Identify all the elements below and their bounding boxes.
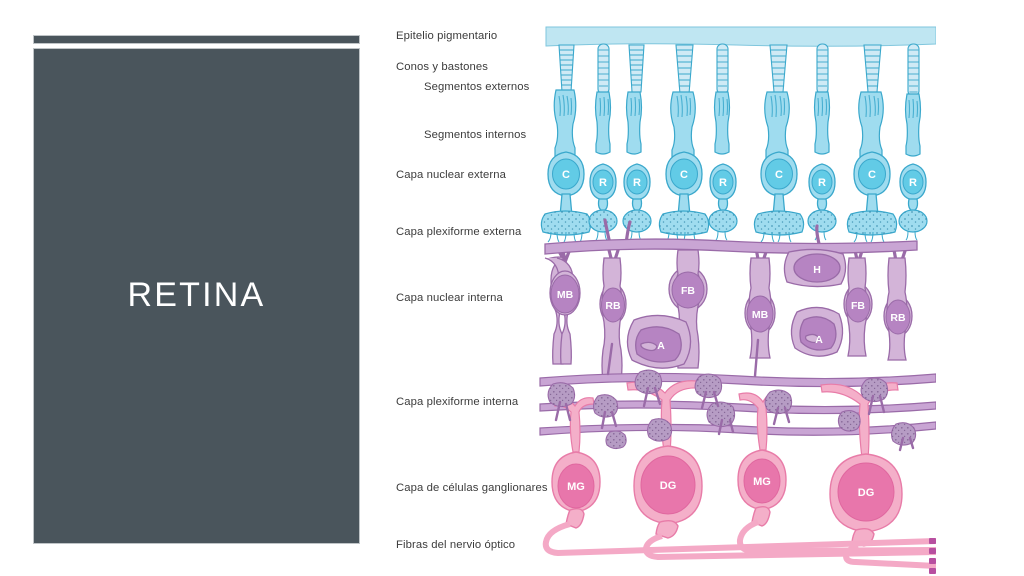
cell-label-h: H: [813, 264, 821, 276]
cell-label-rb: RB: [605, 300, 621, 312]
label-fibras-nervio-optico: Fibras del nervio óptico: [396, 539, 516, 551]
cell-label-mg: MG: [567, 481, 585, 493]
cell-label-rod: R: [909, 177, 917, 189]
outer-plexiform-layer: [540, 209, 928, 274]
label-segmentos-internos: Segmentos internos: [424, 129, 527, 141]
cell-label-dg: DG: [858, 487, 875, 499]
cell-label-a: A: [815, 334, 823, 346]
outer-segments-layer: [558, 43, 920, 97]
title-accent-bar: [33, 35, 360, 44]
inner-segments-layer: [553, 89, 922, 162]
cell-label-rod: R: [719, 177, 727, 189]
cell-label-mg: MG: [753, 476, 771, 488]
cell-label-rod: R: [633, 177, 641, 189]
cell-label-rod: R: [599, 177, 607, 189]
title-placeholder-box[interactable]: RETINA: [33, 48, 360, 544]
label-capa-plexiforme-externa: Capa plexiforme externa: [396, 226, 522, 238]
cell-label-mb: MB: [752, 309, 769, 321]
label-segmentos-externos: Segmentos externos: [424, 81, 530, 93]
page-title: RETINA: [127, 276, 266, 315]
label-capa-plexiforme-interna: Capa plexiforme interna: [396, 396, 519, 408]
ganglion-cell-layer: MG DG MG DG: [551, 445, 903, 547]
cell-label-cone: C: [562, 169, 570, 181]
outer-nuclear-layer: C R R C R C R C R: [547, 151, 927, 217]
inner-plexiform-layer: [539, 338, 936, 459]
cell-label-cone: C: [775, 169, 783, 181]
label-capa-celulas-ganglionares: Capa de células ganglionares: [396, 482, 548, 494]
cell-label-rb: RB: [890, 312, 906, 324]
label-conos-y-bastones: Conos y bastones: [396, 61, 489, 73]
nerve-fiber-tips: [929, 538, 936, 574]
inner-nuclear-layer: MB RB FB A MB H A FB RB: [544, 248, 913, 381]
pigment-epithelium-layer: [545, 26, 936, 47]
label-epitelio-pigmentario: Epitelio pigmentario: [396, 30, 498, 42]
cell-label-fb: FB: [851, 300, 865, 312]
cell-label-dg: DG: [660, 480, 677, 492]
label-capa-nuclear-interna: Capa nuclear interna: [396, 292, 503, 304]
cell-label-cone: C: [868, 169, 876, 181]
label-capa-nuclear-externa: Capa nuclear externa: [396, 169, 507, 181]
cell-label-a: A: [657, 340, 665, 352]
cell-label-mb: MB: [557, 289, 574, 301]
cell-label-fb: FB: [681, 285, 695, 297]
cell-label-cone: C: [680, 169, 688, 181]
nerve-fiber-layer: [542, 519, 936, 569]
cell-label-rod: R: [818, 177, 826, 189]
title-panel: RETINA: [33, 35, 360, 544]
